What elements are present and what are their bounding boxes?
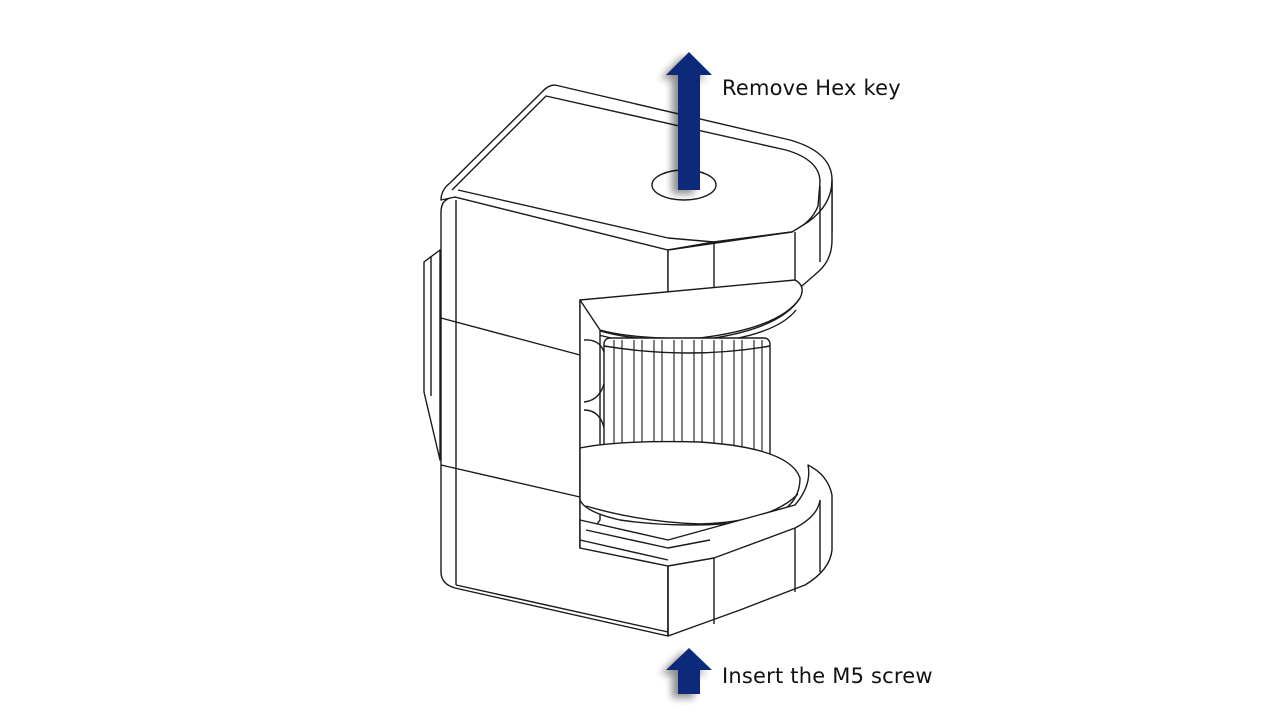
insert-m5-screw-label: Insert the M5 screw — [722, 664, 933, 688]
tensioner-block — [423, 249, 441, 461]
lower-flange — [579, 440, 801, 526]
remove-hex-key-label: Remove Hex key — [722, 76, 901, 100]
insert-arrow-icon — [666, 648, 712, 694]
remove-arrow-icon — [666, 52, 712, 190]
housing-lower-block — [579, 464, 833, 637]
upper-flange — [579, 279, 803, 341]
idler-housing — [423, 84, 833, 637]
